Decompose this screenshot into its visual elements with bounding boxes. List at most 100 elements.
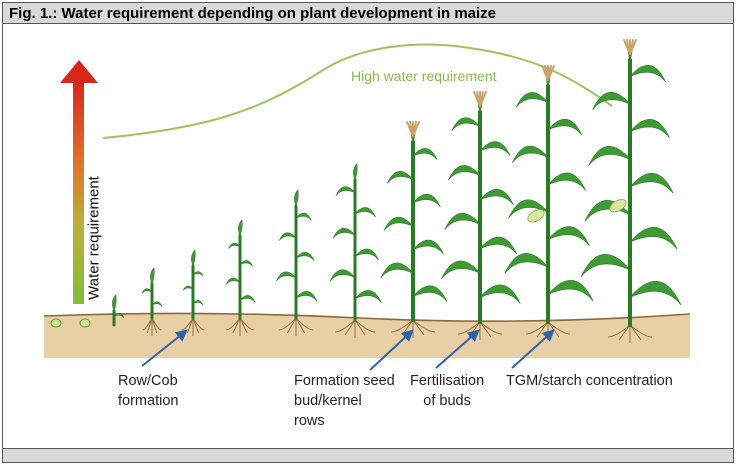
stage-label-line: TGM/starch concentration [506, 373, 673, 389]
root [629, 324, 642, 341]
root [192, 317, 205, 331]
leaf [192, 271, 204, 277]
leaf [547, 226, 590, 247]
root [334, 319, 356, 333]
stage-label-row-cob: Row/Cob formation [118, 371, 178, 411]
root [629, 324, 653, 338]
root [536, 321, 549, 338]
leaf [515, 92, 549, 108]
stage-label-tgm-starch: TGM/starch concentration [506, 371, 673, 391]
leaf [412, 148, 438, 160]
stage-label-line: Formation seed [294, 373, 395, 389]
root [479, 321, 503, 335]
leaf [228, 242, 241, 249]
leaf [451, 117, 481, 132]
top-leaf [112, 294, 117, 312]
top-leaf [191, 249, 196, 267]
title-bar: Fig. 1.: Water requirement depending on … [3, 3, 733, 24]
leaf [295, 291, 318, 302]
stage-pointer-arrows [141, 329, 555, 371]
leaf [239, 260, 253, 267]
leaf [332, 227, 356, 239]
root [412, 319, 425, 336]
tassel [479, 91, 487, 107]
leaf [629, 226, 678, 250]
root [618, 324, 631, 341]
leaf [441, 260, 481, 280]
leaf [479, 141, 511, 156]
root [547, 321, 571, 335]
top-leaf [150, 267, 155, 285]
root [412, 319, 436, 333]
axis-label: Water requirement [85, 176, 103, 300]
leaf [225, 277, 241, 285]
root [151, 317, 162, 331]
stage-label-line: rows [294, 413, 325, 429]
root [146, 317, 153, 334]
leaf [113, 312, 125, 318]
figure-frame [2, 2, 734, 463]
curve-label: High water requirement [351, 68, 497, 84]
cob [527, 209, 545, 223]
leaf [580, 253, 631, 278]
leaf [504, 253, 549, 274]
top-leaf [238, 219, 243, 237]
leaf [412, 194, 441, 208]
leaf [335, 186, 356, 196]
leaf [192, 300, 204, 306]
leaf [512, 145, 549, 163]
stage-label-line: of buds [423, 393, 471, 409]
leaf [444, 213, 481, 230]
top-leaf [353, 163, 358, 181]
leaf [276, 271, 297, 282]
leaf [629, 280, 682, 306]
leaf [151, 301, 163, 307]
leaf [386, 171, 414, 184]
seed-icons [50, 318, 91, 328]
leaf [447, 165, 481, 181]
tassel [547, 65, 555, 81]
figure-title: Fig. 1.: Water requirement depending on … [9, 5, 497, 22]
root [354, 319, 376, 333]
top-leaf [294, 189, 299, 207]
leaf [278, 232, 297, 241]
root [295, 317, 305, 334]
tassel [629, 39, 637, 55]
cob [609, 199, 627, 213]
stage-label-seed-bud: Formation seed bud/kernel rows [294, 371, 395, 431]
leaf [239, 295, 256, 303]
root [344, 319, 356, 336]
leaf [182, 285, 194, 291]
stage-label-line: Row/Cob [118, 373, 178, 389]
leaf [412, 285, 448, 302]
water-requirement-arrow [60, 60, 98, 304]
leaf [380, 262, 414, 279]
soil-surface [43, 312, 691, 322]
leaf [592, 92, 631, 110]
leaf [412, 239, 444, 255]
leaf [588, 145, 631, 166]
leaf [295, 252, 315, 261]
leaf [547, 172, 586, 191]
maize-plants [112, 39, 682, 343]
root [232, 317, 241, 334]
root [287, 317, 297, 334]
root [239, 317, 255, 331]
stage-label-fertilisation: Fertilisation of buds [410, 371, 484, 411]
root [354, 319, 366, 336]
leaf [547, 279, 594, 302]
root [479, 321, 492, 338]
leaf [508, 199, 549, 219]
root [225, 317, 241, 331]
leaf [479, 284, 521, 304]
root [295, 317, 314, 331]
leaf [354, 207, 376, 218]
leaf [354, 248, 379, 261]
water-requirement-curve [102, 43, 613, 139]
leaf [629, 172, 674, 194]
root [607, 324, 631, 338]
root [390, 319, 414, 333]
leaf [629, 65, 666, 83]
